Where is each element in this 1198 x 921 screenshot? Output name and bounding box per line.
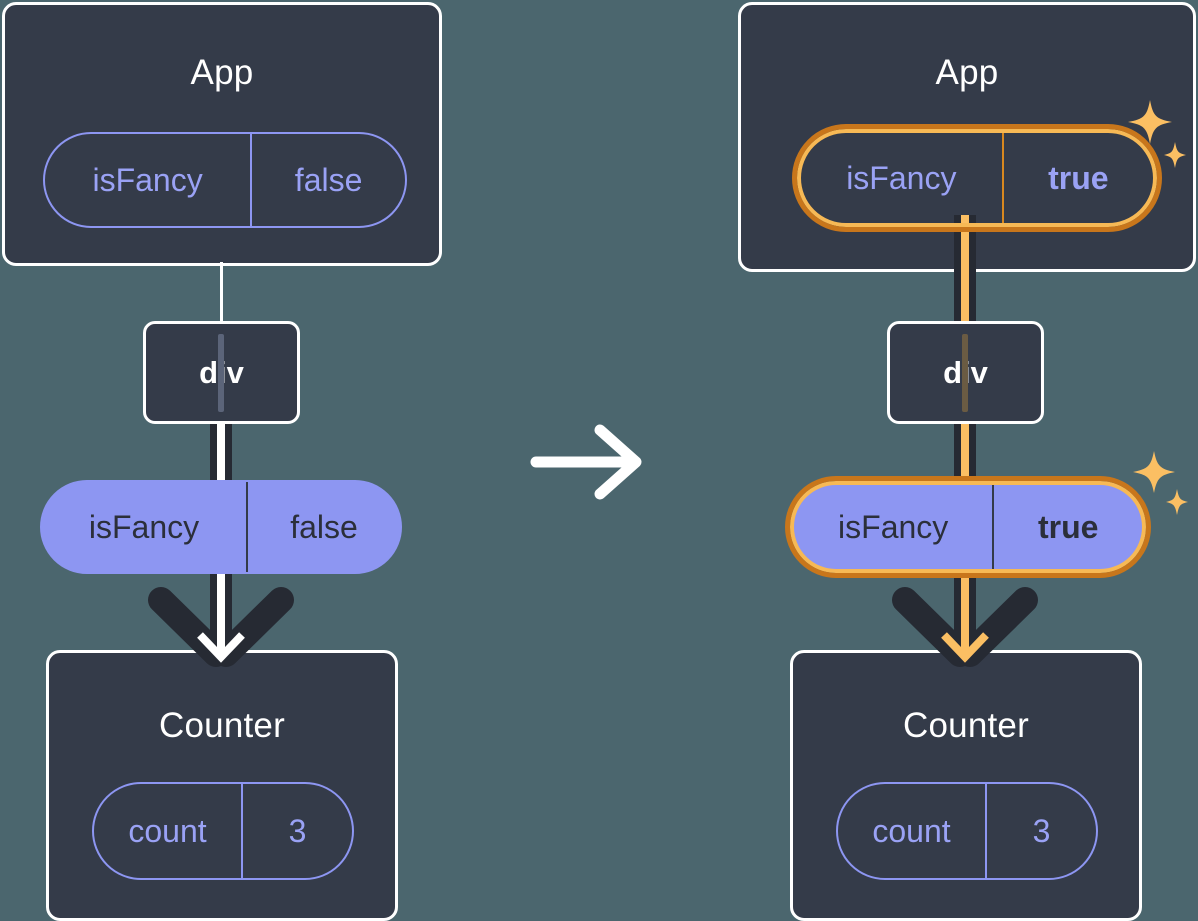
left-prop-value: false [246, 482, 400, 572]
left-app-state-name: isFancy [92, 161, 203, 198]
right-prop-value: true [992, 485, 1142, 569]
left-fork-arrow [130, 568, 312, 672]
right-app-sparkles-icon [1126, 98, 1188, 178]
left-counter-title: Counter [159, 706, 285, 745]
wire-right-div-to-pill [954, 420, 976, 488]
left-counter-panel: Counter count 3 [46, 650, 398, 921]
wire-core [961, 420, 969, 488]
left-counter-state-name: count [128, 812, 207, 849]
right-prop-pill[interactable]: isFancy true [785, 476, 1151, 578]
right-fork-arrow [874, 568, 1056, 672]
left-app-title: App [190, 53, 254, 92]
right-prop-name: isFancy [838, 508, 949, 545]
right-wire-through-div [962, 334, 968, 412]
right-prop-sparkles-icon [1132, 449, 1190, 521]
transition-arrow-right-icon [530, 420, 650, 504]
left-app-state-pill[interactable]: isFancy false [43, 132, 407, 228]
wire-left-div-to-pill [210, 420, 232, 488]
right-app-panel: App isFancy true [738, 2, 1196, 272]
right-app-title: App [935, 53, 999, 92]
wire-left-app-to-div [220, 262, 223, 326]
right-counter-panel: Counter count 3 [790, 650, 1142, 921]
left-app-panel: App isFancy false [2, 2, 442, 266]
right-counter-state-name: count [872, 812, 951, 849]
right-counter-state-pill[interactable]: count 3 [836, 782, 1098, 880]
right-counter-state-value: 3 [985, 784, 1096, 878]
wire-core [217, 420, 225, 488]
right-app-state-value: true [1001, 133, 1153, 223]
left-counter-state-pill[interactable]: count 3 [92, 782, 354, 880]
left-app-state-value: false [250, 134, 405, 226]
right-app-state-pill[interactable]: isFancy true [792, 124, 1162, 232]
left-prop-pill[interactable]: isFancy false [40, 480, 402, 574]
wire-core [961, 215, 969, 327]
wire-right-app-to-div [954, 215, 976, 327]
right-counter-title: Counter [903, 706, 1029, 745]
right-app-state-name: isFancy [846, 159, 957, 196]
left-counter-state-value: 3 [241, 784, 352, 878]
left-prop-name: isFancy [88, 508, 200, 545]
left-wire-through-div [218, 334, 224, 412]
